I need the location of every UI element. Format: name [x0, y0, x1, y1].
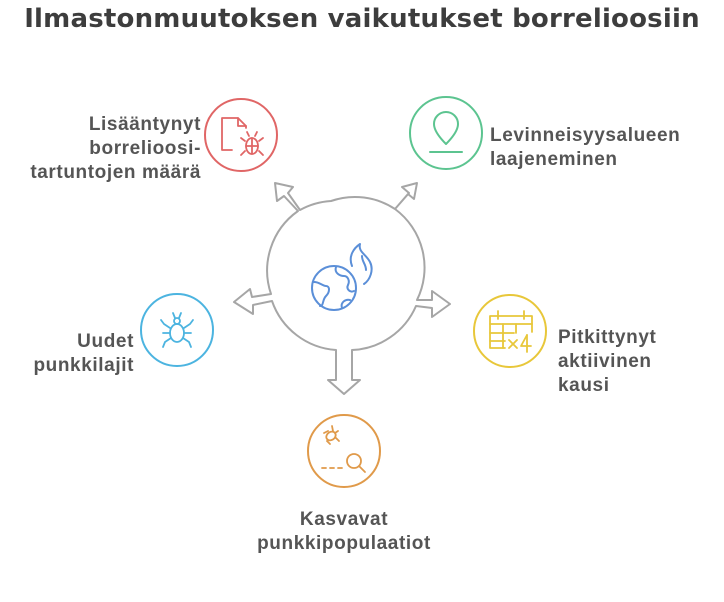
node-population: [307, 414, 381, 488]
node-species: [140, 293, 214, 367]
node-range: [409, 96, 483, 170]
tick-magnifier-icon: [321, 425, 366, 473]
hub: [233, 182, 451, 395]
label-season: Pitkittynyt aktiivinen kausi: [558, 327, 657, 396]
node-season: [473, 294, 547, 368]
page-title: Ilmastonmuutoksen vaikutukset borrelioos…: [24, 4, 700, 34]
label-range: Levinneisyysalueen laajeneminen: [490, 125, 681, 170]
tick-icon: [160, 312, 194, 348]
label-species: Uudet punkkilajit: [33, 331, 134, 376]
location-pin-icon: [429, 111, 463, 153]
label-infections: Lisääntynyt borrelioosi- tartuntojen mää…: [30, 114, 201, 183]
document-with-bug-icon: [221, 117, 264, 156]
globe-with-flame-icon: [311, 243, 373, 311]
label-population: Kasvavat punkkipopulaatiot: [257, 509, 431, 554]
node-infections: [204, 98, 278, 172]
calendar-times-four-icon: [489, 310, 533, 353]
